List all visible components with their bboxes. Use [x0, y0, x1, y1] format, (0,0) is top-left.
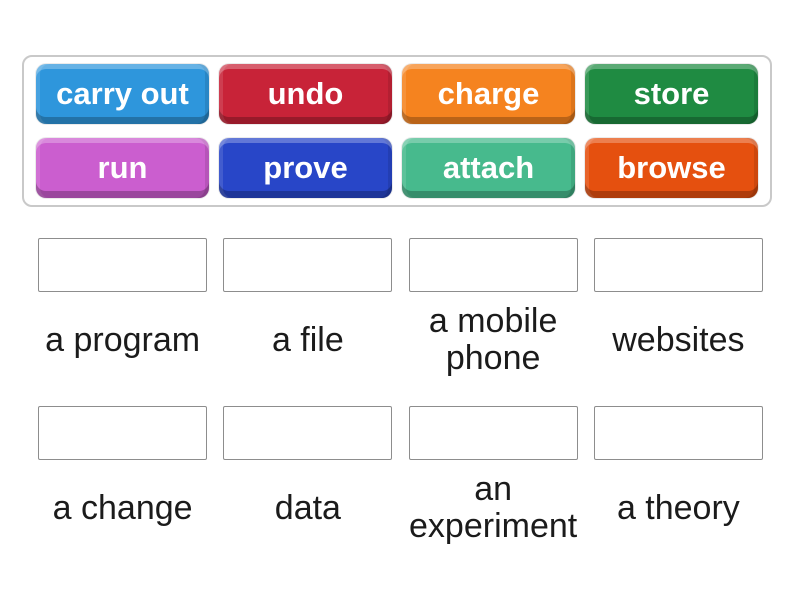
word-chip-attach[interactable]: attach [402, 138, 575, 198]
drop-zone-websites[interactable] [593, 238, 763, 292]
drop-zone-a-mobile-phone[interactable] [408, 238, 578, 292]
target-label-data: data [274, 488, 341, 527]
word-bank-row-2: run prove attach browse [36, 138, 758, 198]
word-chip-browse[interactable]: browse [585, 138, 758, 198]
word-chip-run[interactable]: run [36, 138, 209, 198]
target-label-a-change: a change [52, 488, 193, 527]
word-chip-undo[interactable]: undo [219, 64, 392, 124]
drop-zone-a-change[interactable] [38, 406, 208, 460]
drop-zone-a-theory[interactable] [593, 406, 763, 460]
word-chip-carry-out[interactable]: carry out [36, 64, 209, 124]
target-label-a-mobile-phone: a mobile phone [428, 302, 558, 377]
target-label-a-program: a program [45, 320, 201, 359]
target-label-a-file: a file [271, 320, 344, 359]
drop-zone-an-experiment[interactable] [408, 406, 578, 460]
drop-zone-data[interactable] [223, 406, 393, 460]
word-bank-row-1: carry out undo charge store [36, 64, 758, 124]
word-chip-store[interactable]: store [585, 64, 758, 124]
target-label-an-experiment: an experiment [409, 470, 578, 545]
word-bank: carry out undo charge store run prove at… [22, 55, 772, 207]
word-chip-prove[interactable]: prove [219, 138, 392, 198]
target-label-a-theory: a theory [616, 488, 740, 527]
drop-zone-a-program[interactable] [38, 238, 208, 292]
answer-area: a program a file a mobile phone websites… [30, 238, 771, 574]
word-chip-charge[interactable]: charge [402, 64, 575, 124]
drop-zone-a-file[interactable] [223, 238, 393, 292]
target-label-websites: websites [612, 320, 745, 359]
